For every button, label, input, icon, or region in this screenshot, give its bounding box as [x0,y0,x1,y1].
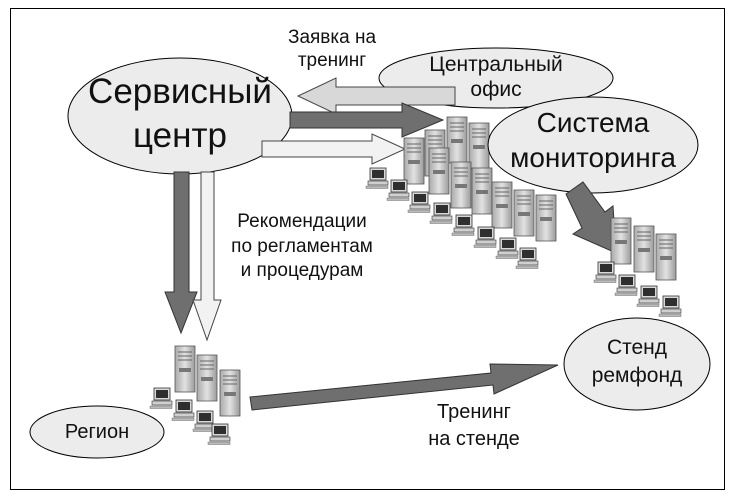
node-label-stand: Стенд ремфонд [591,336,683,388]
stand-ellipse [563,317,711,411]
monitoring-ellipse [487,96,699,194]
node-label-monitoring: Система мониторинга [510,107,676,173]
edge-label-stand-training: Тренинг на стенде [428,401,520,450]
node-label-service-center: Сервисный центр [88,72,272,155]
region-ellipse [29,405,165,459]
arrow-office-to-service [296,77,456,115]
arrow-service-to-monitoring-light [261,133,407,165]
arrow-service-to-region-light [192,171,222,342]
edge-label-training-request: Заявка на тренинг [287,27,377,71]
edge-label-recommendations: Рекомендации по регламентам и процедурам [231,211,373,282]
arrow-region-to-stand [249,363,559,411]
node-label-central-office: Центральный офис [429,53,563,102]
node-label-region: Регион [64,421,130,443]
arrow-service-to-region-dark [164,171,198,335]
arrow-service-to-monitoring-dark [289,102,445,138]
